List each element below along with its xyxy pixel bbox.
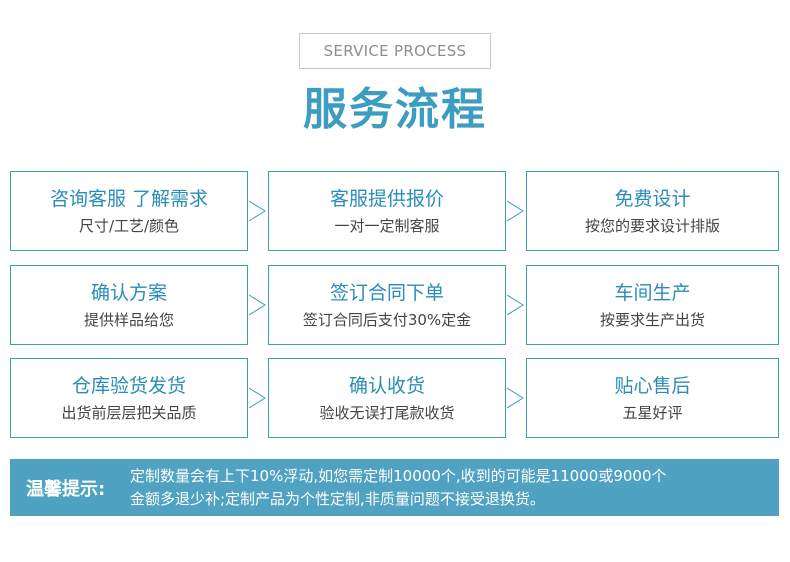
notice-line-1: 定制数量会有上下10%浮动,如您需定制10000个,收到的可能是11000或90… [130, 466, 667, 485]
step-card-aftersales: 贴心售后 五星好评 [526, 358, 779, 438]
step-title: 确认收货 [348, 375, 425, 397]
step-card-confirm-plan: 确认方案 提供样品给您 [10, 265, 248, 345]
chevron-right-icon [506, 387, 524, 409]
step-title: 仓库验货发货 [71, 375, 186, 397]
step-card-contract: 签订合同下单 签订合同后支付30%定金 [268, 265, 506, 345]
step-card-inspection: 仓库验货发货 出货前层层把关品质 [10, 358, 248, 438]
step-subtitle: 出货前层层把关品质 [61, 404, 197, 422]
chevron-right-icon [506, 200, 524, 222]
page-title: 服务流程 [303, 84, 487, 135]
section-subtitle-box: SERVICE PROCESS [299, 33, 491, 69]
step-title: 咨询客服 了解需求 [49, 188, 209, 210]
step-title: 贴心售后 [614, 375, 691, 397]
chevron-right-icon [248, 387, 266, 409]
notice-line-2: 金额多退少补;定制产品为个性定制,非质量问题不接受退换货。 [130, 489, 545, 508]
step-subtitle: 签订合同后支付30%定金 [302, 311, 472, 329]
step-title: 车间生产 [614, 282, 691, 304]
step-subtitle: 按要求生产出货 [599, 311, 705, 329]
notice-banner: 温馨提示: 定制数量会有上下10%浮动,如您需定制10000个,收到的可能是11… [10, 459, 779, 516]
step-card-quote: 客服提供报价 一对一定制客服 [268, 171, 506, 251]
notice-label: 温馨提示: [26, 478, 106, 500]
step-title: 客服提供报价 [329, 188, 444, 210]
step-subtitle: 按您的要求设计排版 [584, 217, 720, 235]
step-card-consult: 咨询客服 了解需求 尺寸/工艺/颜色 [10, 171, 248, 251]
step-card-production: 车间生产 按要求生产出货 [526, 265, 779, 345]
step-subtitle: 验收无误打尾款收货 [319, 404, 455, 422]
step-subtitle: 五星好评 [622, 404, 683, 422]
notice-text: 定制数量会有上下10%浮动,如您需定制10000个,收到的可能是11000或90… [126, 465, 667, 511]
step-card-design: 免费设计 按您的要求设计排版 [526, 171, 779, 251]
step-subtitle: 尺寸/工艺/颜色 [78, 217, 180, 235]
chevron-right-icon [248, 200, 266, 222]
step-subtitle: 一对一定制客服 [334, 217, 440, 235]
section-subtitle: SERVICE PROCESS [323, 42, 467, 60]
step-title: 确认方案 [90, 282, 167, 304]
step-title: 免费设计 [614, 188, 691, 210]
step-card-receipt: 确认收货 验收无误打尾款收货 [268, 358, 506, 438]
step-title: 签订合同下单 [329, 282, 444, 304]
chevron-right-icon [248, 294, 266, 316]
chevron-right-icon [506, 294, 524, 316]
step-subtitle: 提供样品给您 [83, 311, 174, 329]
